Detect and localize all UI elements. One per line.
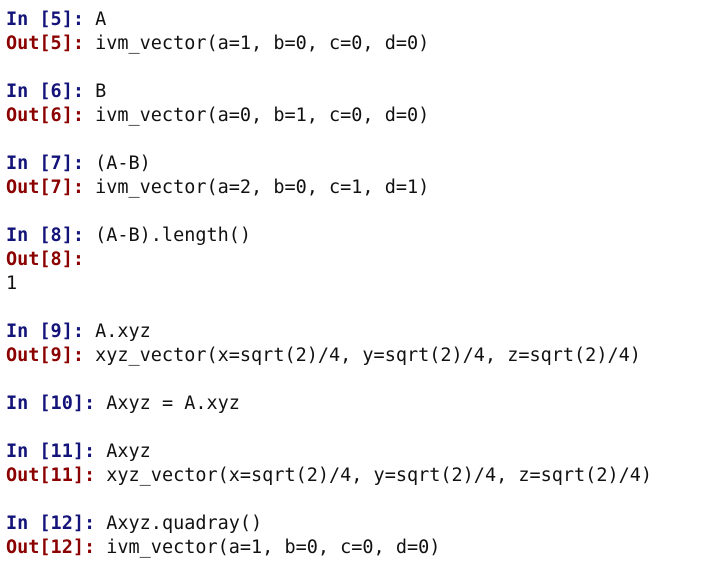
spacer: [6, 128, 721, 152]
output-result: ivm_vector(a=1, b=0, c=0, d=0): [95, 33, 430, 54]
in-prompt: In [12]:: [6, 513, 107, 534]
input-line[interactable]: In [10]: Axyz = A.xyz: [6, 392, 721, 416]
output-line: Out[5]: ivm_vector(a=1, b=0, c=0, d=0): [6, 32, 721, 56]
out-prompt: Out[11]:: [6, 465, 107, 486]
in-prompt: In [11]:: [6, 441, 107, 462]
out-prompt: Out[7]:: [6, 177, 96, 198]
cell-11: In [11]: Axyz Out[11]: xyz_vector(x=sqrt…: [6, 440, 721, 488]
input-code[interactable]: B: [95, 81, 107, 102]
spacer: [6, 488, 721, 512]
spacer: [6, 200, 721, 224]
spacer: [6, 56, 721, 80]
input-line[interactable]: In [5]: A: [6, 8, 721, 32]
input-line[interactable]: In [11]: Axyz: [6, 440, 721, 464]
output-result: ivm_vector(a=0, b=1, c=0, d=0): [95, 105, 430, 126]
output-line: Out[12]: ivm_vector(a=1, b=0, c=0, d=0): [6, 536, 721, 560]
out-prompt: Out[6]:: [6, 105, 96, 126]
output-line: Out[7]: ivm_vector(a=2, b=0, c=1, d=1): [6, 176, 721, 200]
out-prompt: Out[8]:: [6, 249, 96, 270]
input-code[interactable]: (A-B): [95, 153, 151, 174]
input-line[interactable]: In [6]: B: [6, 80, 721, 104]
input-code[interactable]: (A-B).length(): [95, 225, 252, 246]
output-line: Out[8]:: [6, 248, 721, 272]
output-line: Out[11]: xyz_vector(x=sqrt(2)/4, y=sqrt(…: [6, 464, 721, 488]
output-line: Out[6]: ivm_vector(a=0, b=1, c=0, d=0): [6, 104, 721, 128]
input-line[interactable]: In [12]: Axyz.quadray(): [6, 512, 721, 536]
input-code[interactable]: A.xyz: [95, 321, 151, 342]
out-prompt: Out[12]:: [6, 537, 107, 558]
cell-8: In [8]: (A-B).length() Out[8]: 1: [6, 224, 721, 296]
in-prompt: In [9]:: [6, 321, 96, 342]
cell-12: In [12]: Axyz.quadray() Out[12]: ivm_vec…: [6, 512, 721, 560]
output-result: ivm_vector(a=1, b=0, c=0, d=0): [106, 537, 441, 558]
cell-10: In [10]: Axyz = A.xyz: [6, 392, 721, 416]
in-prompt: In [10]:: [6, 393, 107, 414]
input-code[interactable]: A: [95, 9, 107, 30]
in-prompt: In [8]:: [6, 225, 96, 246]
cell-5: In [5]: A Out[5]: ivm_vector(a=1, b=0, c…: [6, 8, 721, 56]
input-line[interactable]: In [7]: (A-B): [6, 152, 721, 176]
output-result: xyz_vector(x=sqrt(2)/4, y=sqrt(2)/4, z=s…: [106, 465, 653, 486]
output-result: 1: [6, 273, 18, 294]
spacer: [6, 416, 721, 440]
input-line[interactable]: In [9]: A.xyz: [6, 320, 721, 344]
output-result: xyz_vector(x=sqrt(2)/4, y=sqrt(2)/4, z=s…: [95, 345, 641, 366]
spacer: [6, 296, 721, 320]
input-code[interactable]: Axyz = A.xyz: [106, 393, 240, 414]
cell-7: In [7]: (A-B) Out[7]: ivm_vector(a=2, b=…: [6, 152, 721, 200]
out-prompt: Out[5]:: [6, 33, 96, 54]
out-prompt: Out[9]:: [6, 345, 96, 366]
input-code[interactable]: Axyz: [106, 441, 151, 462]
in-prompt: In [5]:: [6, 9, 96, 30]
output-result: ivm_vector(a=2, b=0, c=1, d=1): [95, 177, 430, 198]
input-code[interactable]: Axyz.quadray(): [106, 513, 263, 534]
output-line: Out[9]: xyz_vector(x=sqrt(2)/4, y=sqrt(2…: [6, 344, 721, 368]
in-prompt: In [6]:: [6, 81, 96, 102]
cell-6: In [6]: B Out[6]: ivm_vector(a=0, b=1, c…: [6, 80, 721, 128]
input-line[interactable]: In [8]: (A-B).length(): [6, 224, 721, 248]
in-prompt: In [7]:: [6, 153, 96, 174]
cell-9: In [9]: A.xyz Out[9]: xyz_vector(x=sqrt(…: [6, 320, 721, 368]
spacer: [6, 368, 721, 392]
output-result-line: 1: [6, 272, 721, 296]
